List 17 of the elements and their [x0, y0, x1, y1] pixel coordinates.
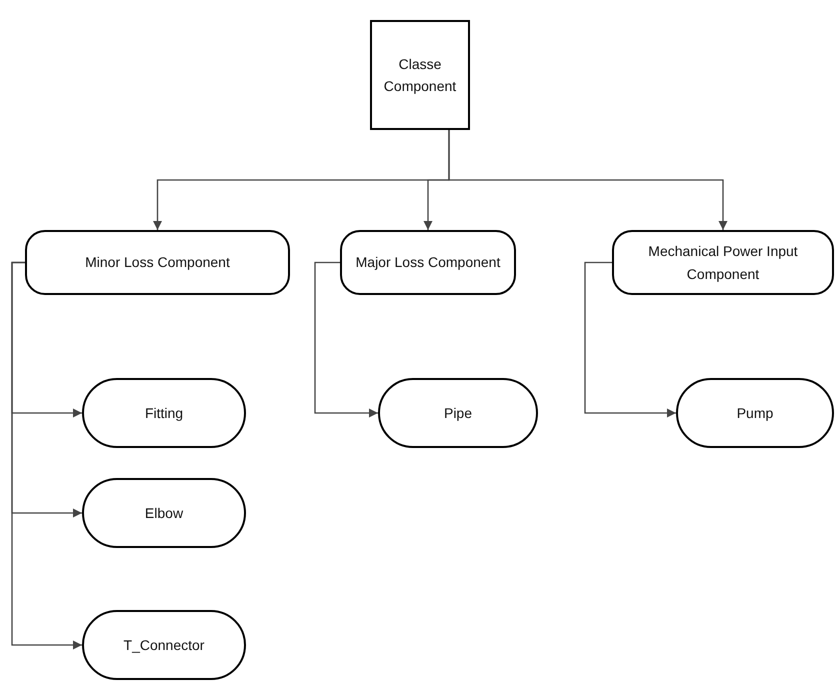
- component-box: [340, 230, 516, 295]
- node-label: Mechanical Power Input Component: [647, 242, 799, 284]
- node-label: Elbow: [144, 504, 184, 523]
- connector-arrow: [584, 262, 676, 418]
- connector-arrow: [314, 262, 378, 418]
- node-label: Major Loss Component: [356, 253, 500, 272]
- node-label: Fitting: [144, 404, 184, 423]
- connector-arrow: [448, 130, 728, 230]
- node-label: Pipe: [444, 404, 472, 423]
- node-label: T_Connector: [124, 636, 204, 655]
- connector-arrow: [11, 262, 82, 650]
- component-box: [25, 230, 290, 295]
- node-label: Pump: [736, 404, 774, 423]
- node-label: Minor Loss Component: [85, 253, 230, 272]
- component-box: [612, 230, 834, 295]
- node-label: Classe Component: [382, 54, 458, 96]
- class-box: [370, 20, 470, 130]
